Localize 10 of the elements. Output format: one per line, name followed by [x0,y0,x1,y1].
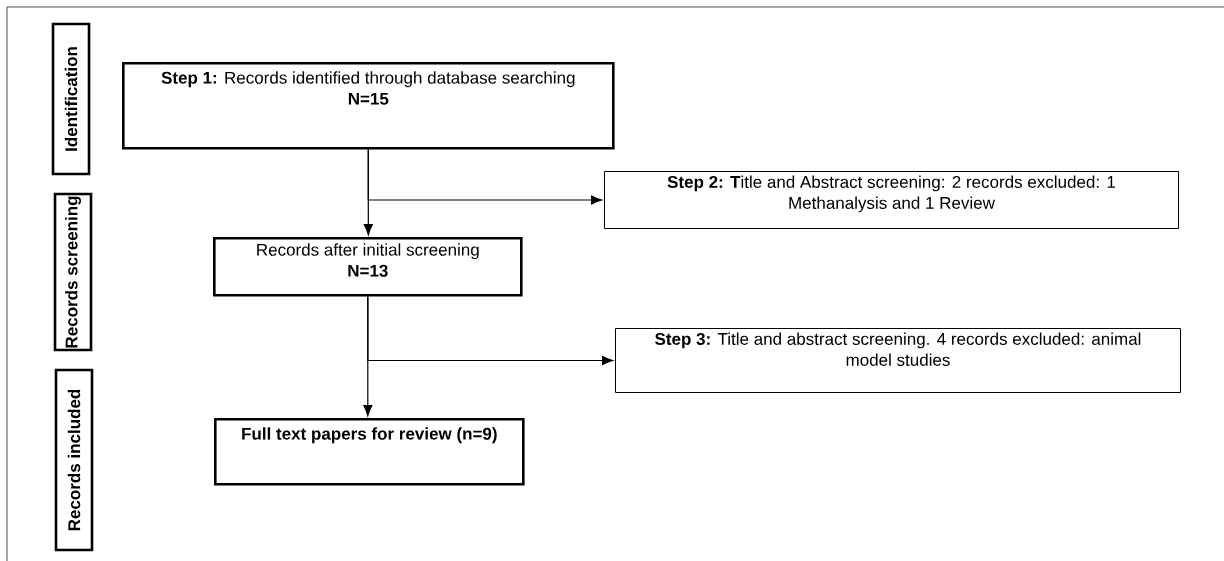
arrow [367,149,603,205]
process-box: Records after initial screening N=13 [213,237,523,297]
stage-label-box: Identification [51,22,91,176]
process-box: Step 1: Records identified through database searching N=15 [122,62,615,150]
arrow [367,296,614,366]
exclusion-box: Step 2: Title and Abstract screening: 2 records excluded: 1 Methanalysis and 1 Review [604,171,1179,229]
stage-label-box: Records screening [53,192,93,352]
exclusion-box: Step 3: Title and abstract screening. 4 records excluded: animal model studies [615,328,1181,393]
process-box: Full text papers for review (n=9) [214,418,525,486]
stage-label-box: Records included [54,368,94,552]
